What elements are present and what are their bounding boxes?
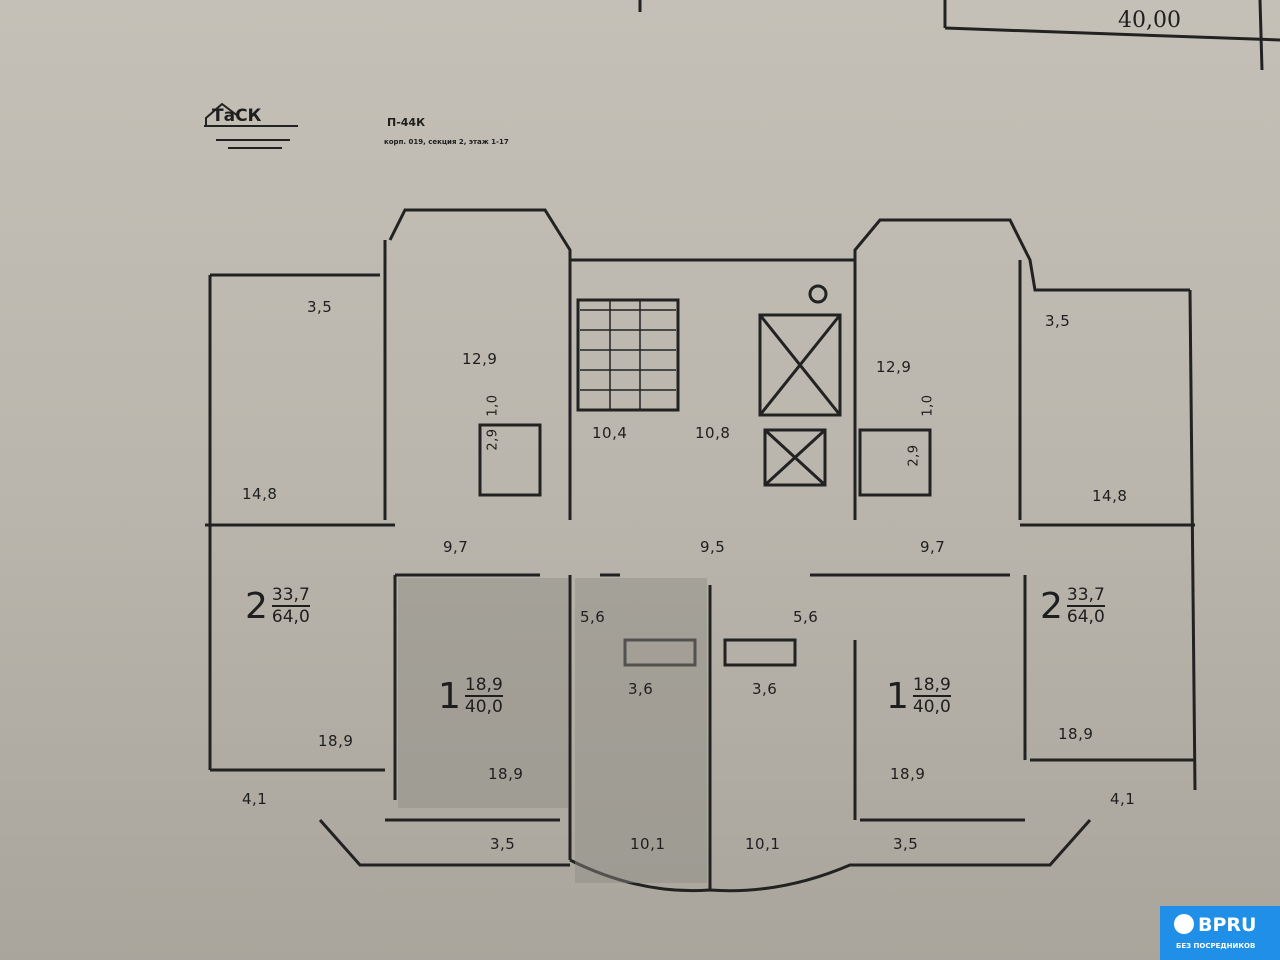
- living-area: 33,7: [1066, 585, 1105, 607]
- room-area: 3,5: [1045, 312, 1071, 330]
- room-area: 3,5: [490, 835, 516, 853]
- room-area: 2,9: [485, 428, 501, 451]
- room-area: 5,6: [793, 608, 819, 626]
- series-subtitle: корп. 019, секция 2, этаж 1-17: [384, 138, 509, 146]
- highlighted-apartment: [398, 578, 568, 808]
- room-area: 12,9: [876, 358, 912, 376]
- total-area: 64,0: [1066, 607, 1105, 627]
- room-area: 9,7: [920, 538, 946, 556]
- room-area: 4,1: [242, 790, 268, 808]
- room-count: 2: [245, 585, 268, 627]
- series-title: П-44К: [387, 116, 426, 129]
- total-area: 40,0: [464, 697, 503, 717]
- room-area: 3,6: [752, 680, 778, 698]
- room-area: 2,9: [906, 444, 922, 467]
- brand-tagline: БЕЗ ПОСРЕДНИКОВ: [1176, 942, 1256, 950]
- table-value: 40,00: [1118, 8, 1181, 33]
- room-area: 10,1: [630, 835, 666, 853]
- room-area: 1,0: [920, 394, 936, 417]
- room-count: 1: [886, 675, 909, 717]
- room-area: 18,9: [890, 765, 926, 783]
- living-area: 18,9: [912, 675, 951, 697]
- logo-text: ТаСК: [212, 106, 262, 126]
- room-area: 18,9: [488, 765, 524, 783]
- room-area: 9,5: [700, 538, 726, 556]
- room-area: 10,8: [695, 424, 731, 442]
- room-area: 5,6: [580, 608, 606, 626]
- room-area: 18,9: [318, 732, 354, 750]
- room-area: 10,4: [592, 424, 628, 442]
- bpru-watermark[interactable]: BPRU БЕЗ ПОСРЕДНИКОВ: [1160, 906, 1280, 960]
- room-area: 3,5: [307, 298, 333, 316]
- room-area: 14,8: [242, 485, 278, 503]
- people-icon: [1174, 914, 1194, 934]
- room-area: 3,6: [628, 680, 654, 698]
- room-area: 4,1: [1110, 790, 1136, 808]
- room-count: 2: [1040, 585, 1063, 627]
- room-area: 10,1: [745, 835, 781, 853]
- room-area: 3,5: [893, 835, 919, 853]
- brand-name: BPRU: [1198, 914, 1257, 936]
- living-area: 33,7: [271, 585, 310, 607]
- total-area: 64,0: [271, 607, 310, 627]
- room-area: 1,0: [485, 394, 501, 417]
- logo: ТаСК: [198, 98, 308, 158]
- room-area: 18,9: [1058, 725, 1094, 743]
- room-area: 14,8: [1092, 487, 1128, 505]
- living-area: 18,9: [464, 675, 503, 697]
- room-count: 1: [438, 675, 461, 717]
- total-area: 40,0: [912, 697, 951, 717]
- room-area: 9,7: [443, 538, 469, 556]
- room-area: 12,9: [462, 350, 498, 368]
